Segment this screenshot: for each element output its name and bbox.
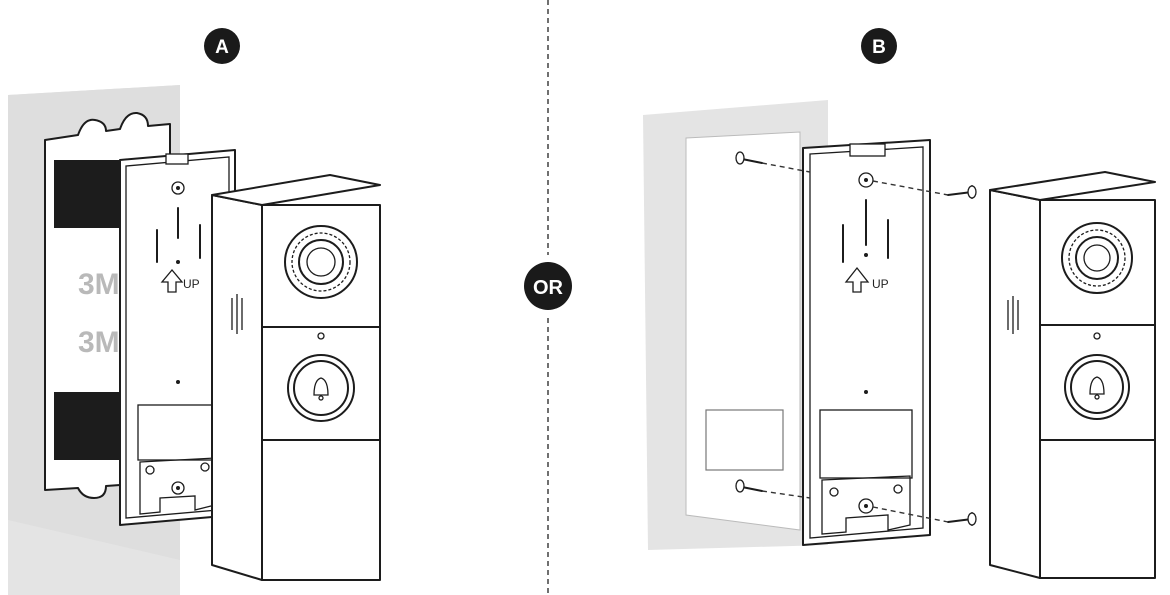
option-a: A 3M 3M UP <box>8 28 381 595</box>
option-b-badge: B <box>861 28 897 64</box>
up-label-b: UP <box>872 277 889 291</box>
bell-icon <box>1089 376 1105 400</box>
doorbell-b <box>989 171 1156 579</box>
up-label-a: UP <box>183 277 200 291</box>
option-b: B UP <box>643 28 1156 579</box>
up-arrow-icon <box>160 268 184 293</box>
option-a-label: A <box>215 37 229 58</box>
doorbell-a <box>211 174 381 581</box>
separator: OR <box>524 0 572 595</box>
doorbell-button-a <box>287 354 355 422</box>
or-badge: OR <box>524 262 572 310</box>
doorbell-button-b <box>1064 354 1130 420</box>
bell-icon <box>313 377 329 401</box>
screw-icon <box>735 151 977 526</box>
or-label: OR <box>533 277 564 299</box>
tape-label-2: 3M <box>78 326 120 359</box>
option-b-label: B <box>872 37 886 58</box>
camera-lens-icon <box>284 225 358 299</box>
camera-lens-icon <box>1061 222 1133 294</box>
option-a-badge: A <box>204 28 240 64</box>
mounting-plate-b: UP <box>802 139 931 546</box>
tape-label-1: 3M <box>78 268 120 301</box>
mounting-plate-a: UP <box>119 149 236 526</box>
